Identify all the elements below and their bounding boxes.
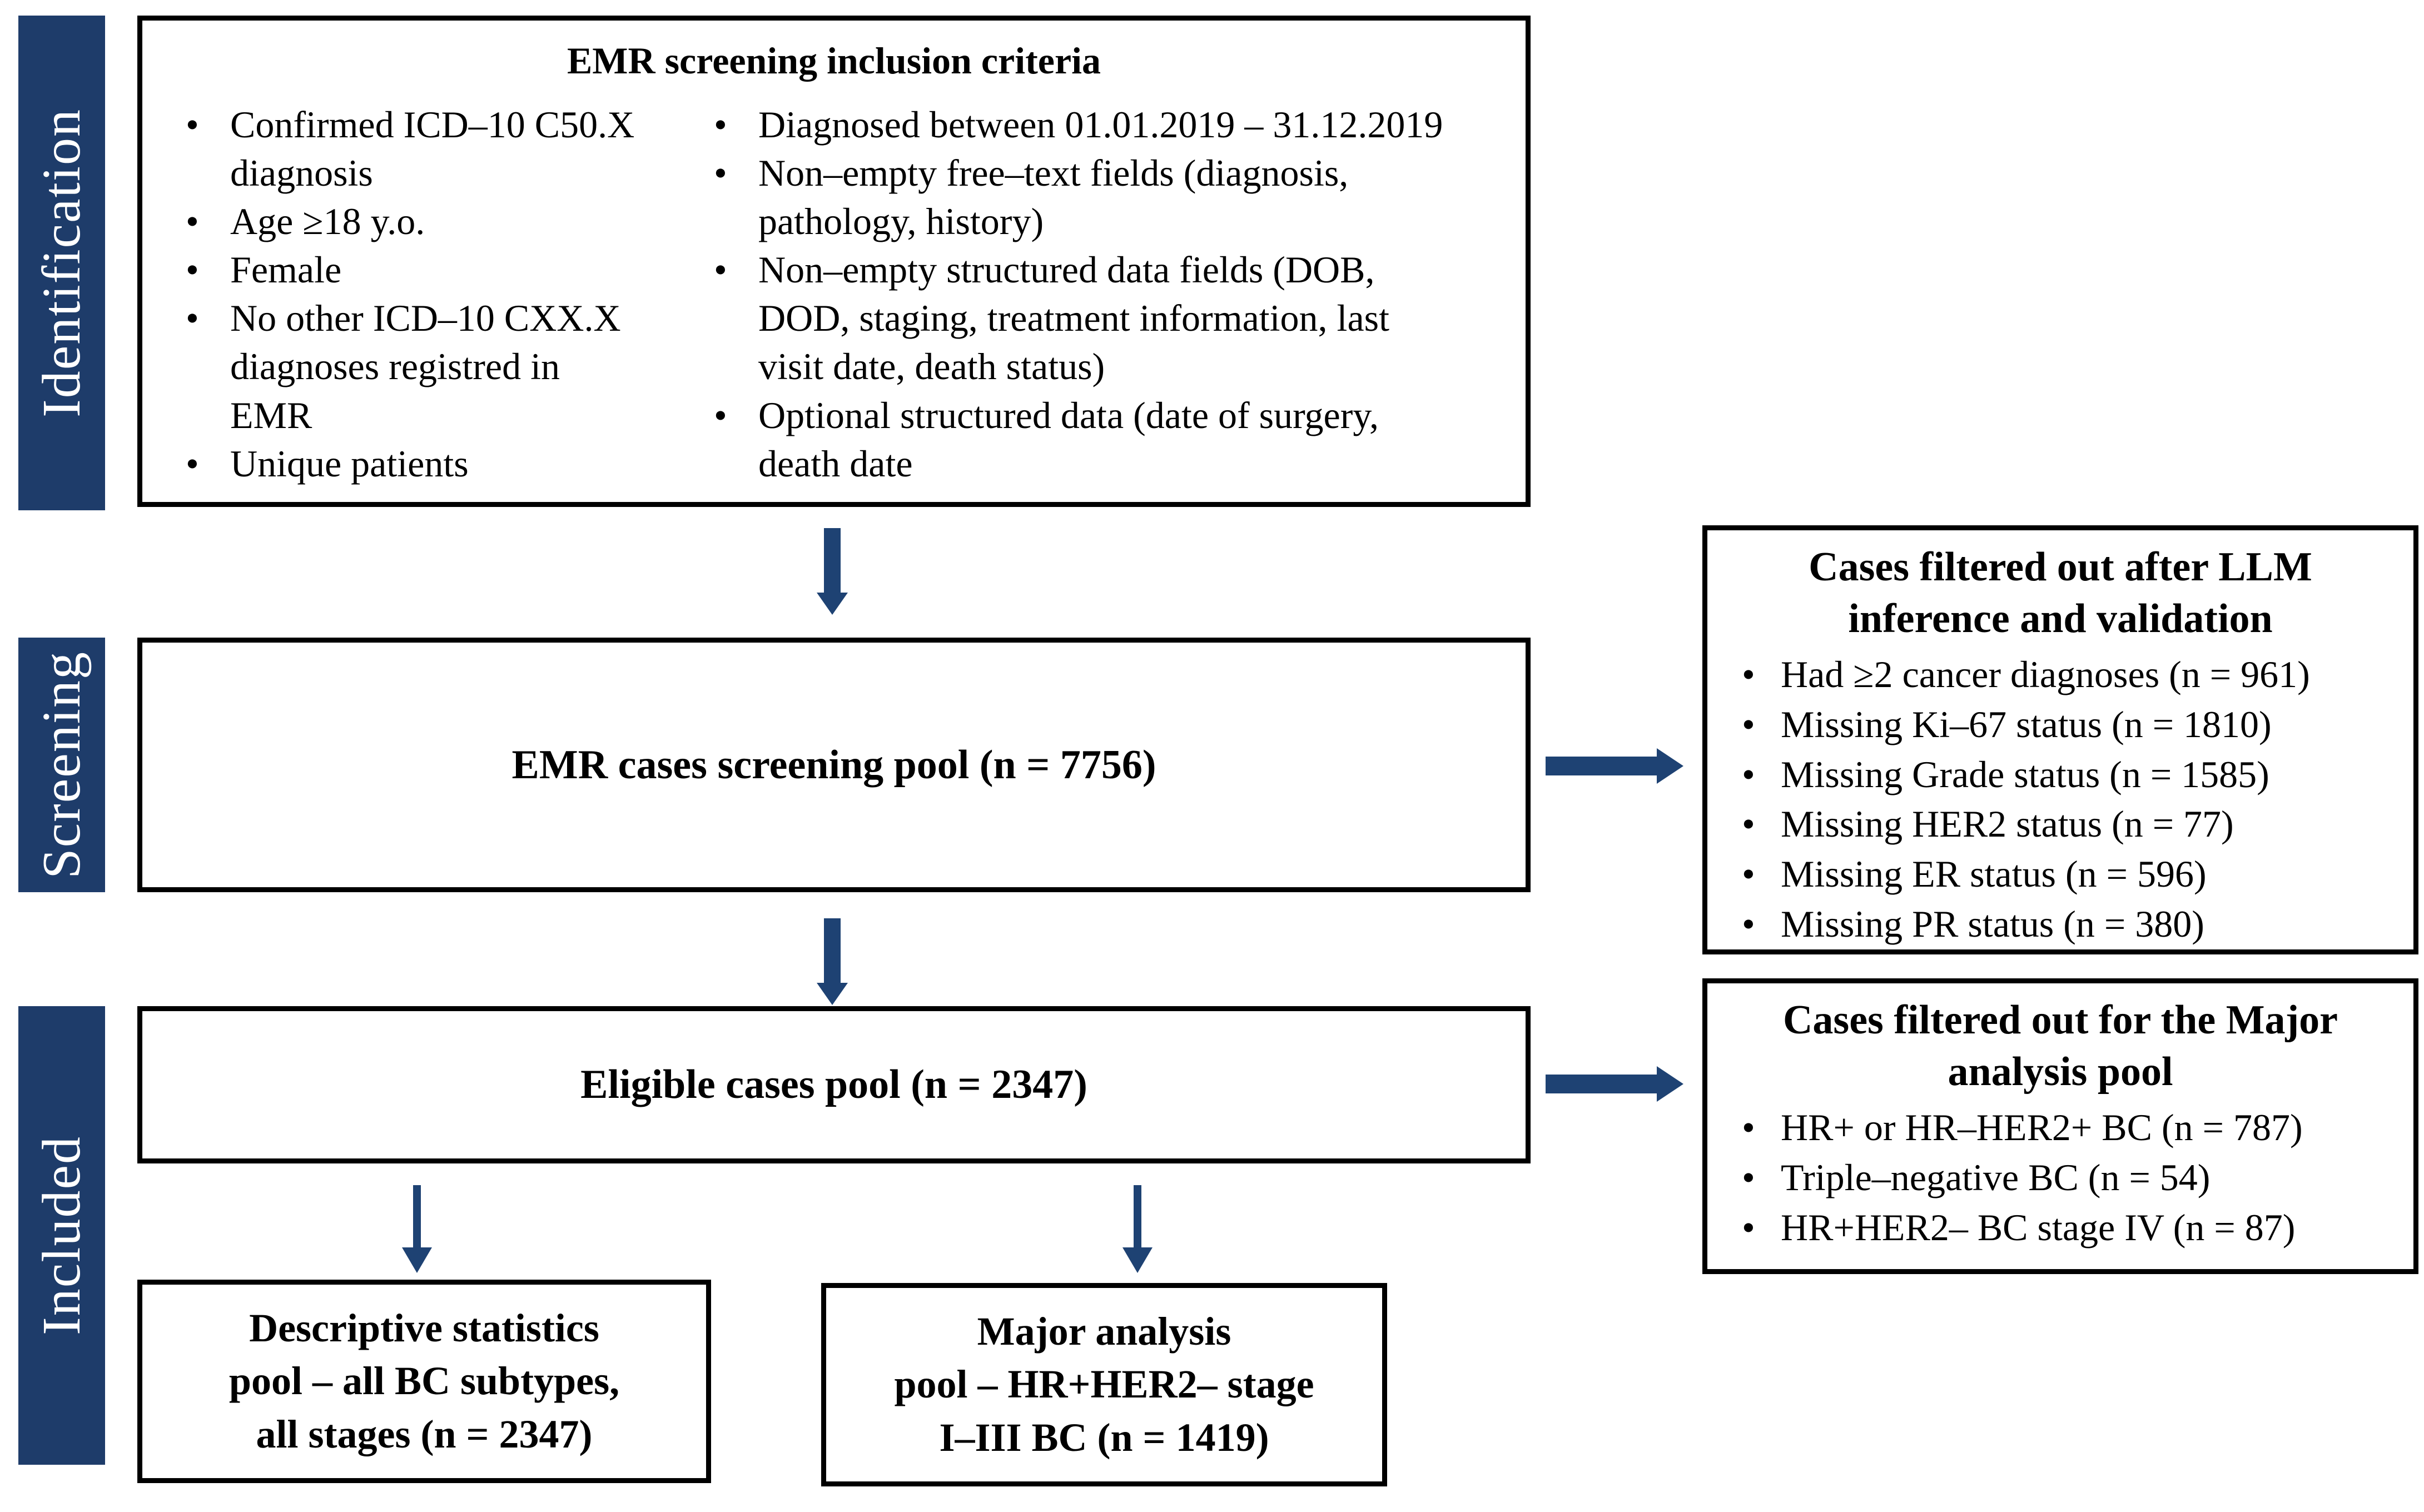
arrow-shaft [1134,1185,1141,1247]
criteria-item: Non–empty structured data fields (DOB, D… [693,246,1448,391]
inclusion-criteria-left-list: Confirmed ICD–10 C50.X diagnosisAge ≥18 … [165,101,639,488]
arrow-right-eligible-to-major-filtered [1546,1066,1683,1102]
stage-bar-screening: Screening [18,638,105,892]
inclusion-criteria-box: EMR screening inclusion criteria Confirm… [137,16,1531,507]
arrow-down-eligible-to-major-pool [1122,1185,1153,1273]
criteria-item: Confirmed ICD–10 C50.X diagnosis [165,101,639,197]
filtered-item: Missing Grade status (n = 1585) [1727,750,2393,800]
inclusion-criteria-columns: Confirmed ICD–10 C50.X diagnosisAge ≥18 … [165,101,1503,488]
arrow-down-eligible-to-descriptive [402,1185,432,1273]
llm-filtered-out-title: Cases filtered out after LLM inference a… [1809,544,2312,641]
arrow-shaft [1546,757,1657,775]
screening-pool-box: EMR cases screening pool (n = 7756) [137,638,1531,892]
filtered-item: Missing Ki–67 status (n = 1810) [1727,700,2393,750]
filtered-item: Missing HER2 status (n = 77) [1727,799,2393,849]
filtered-item: HR+ or HR–HER2+ BC (n = 787) [1727,1103,2393,1153]
criteria-item: Optional structured data (date of surger… [693,391,1448,488]
descriptive-statistics-pool-box: Descriptive statistics pool – all BC sub… [137,1280,711,1483]
eligible-pool-box: Eligible cases pool (n = 2347) [137,1006,1531,1163]
major-filtered-out-box: Cases filtered out for the Major analysi… [1702,978,2418,1274]
stage-bar-identification: Identification [18,16,105,510]
descriptive-statistics-pool-label: Descriptive statistics pool – all BC sub… [229,1306,620,1456]
stage-label-identification: Identification [32,108,92,417]
criteria-item: Age ≥18 y.o. [165,197,639,246]
filtered-item: Missing ER status (n = 596) [1727,849,2393,899]
arrow-head-icon [817,983,848,1005]
arrow-head-icon [1657,748,1683,784]
major-filtered-out-title: Cases filtered out for the Major analysi… [1782,997,2338,1095]
llm-filtered-out-list: Had ≥2 cancer diagnoses (n = 961)Missing… [1727,650,2393,949]
arrow-down-identification-to-screening [817,528,848,615]
arrow-shaft [824,918,841,983]
stage-label-included: Included [32,1136,92,1335]
arrow-shaft [824,528,841,593]
arrow-shaft [1546,1075,1657,1093]
criteria-item: No other ICD–10 CXX.X diagnoses registre… [165,294,639,439]
inclusion-criteria-title: EMR screening inclusion criteria [567,39,1101,82]
criteria-item: Non–empty free–text fields (diagnosis, p… [693,149,1448,246]
major-filtered-out-list: HR+ or HR–HER2+ BC (n = 787)Triple–negat… [1727,1103,2393,1252]
stage-bar-included: Included [18,1006,105,1465]
criteria-item: Female [165,246,639,294]
eligible-pool-label: Eligible cases pool (n = 2347) [580,1062,1087,1107]
criteria-item: Unique patients [165,440,639,488]
filtered-item: HR+HER2– BC stage IV (n = 87) [1727,1203,2393,1253]
arrow-right-screening-to-llm-filtered [1546,748,1683,784]
arrow-head-icon [817,593,848,615]
filtered-item: Had ≥2 cancer diagnoses (n = 961) [1727,650,2393,700]
arrow-down-screening-to-eligible [817,918,848,1005]
criteria-item: Diagnosed between 01.01.2019 – 31.12.201… [693,101,1448,149]
filtered-item: Triple–negative BC (n = 54) [1727,1153,2393,1203]
stage-label-screening: Screening [32,651,92,879]
arrow-head-icon [402,1247,432,1273]
inclusion-criteria-right-list: Diagnosed between 01.01.2019 – 31.12.201… [693,101,1448,488]
arrow-head-icon [1122,1247,1153,1273]
llm-filtered-out-box: Cases filtered out after LLM inference a… [1702,525,2418,954]
major-analysis-pool-box: Major analysis pool – HR+HER2– stage I–I… [821,1283,1387,1486]
major-analysis-pool-label: Major analysis pool – HR+HER2– stage I–I… [894,1309,1314,1460]
arrow-head-icon [1657,1066,1683,1102]
filtered-item: Missing PR status (n = 380) [1727,899,2393,949]
screening-pool-label: EMR cases screening pool (n = 7756) [511,742,1156,788]
arrow-shaft [413,1185,421,1247]
